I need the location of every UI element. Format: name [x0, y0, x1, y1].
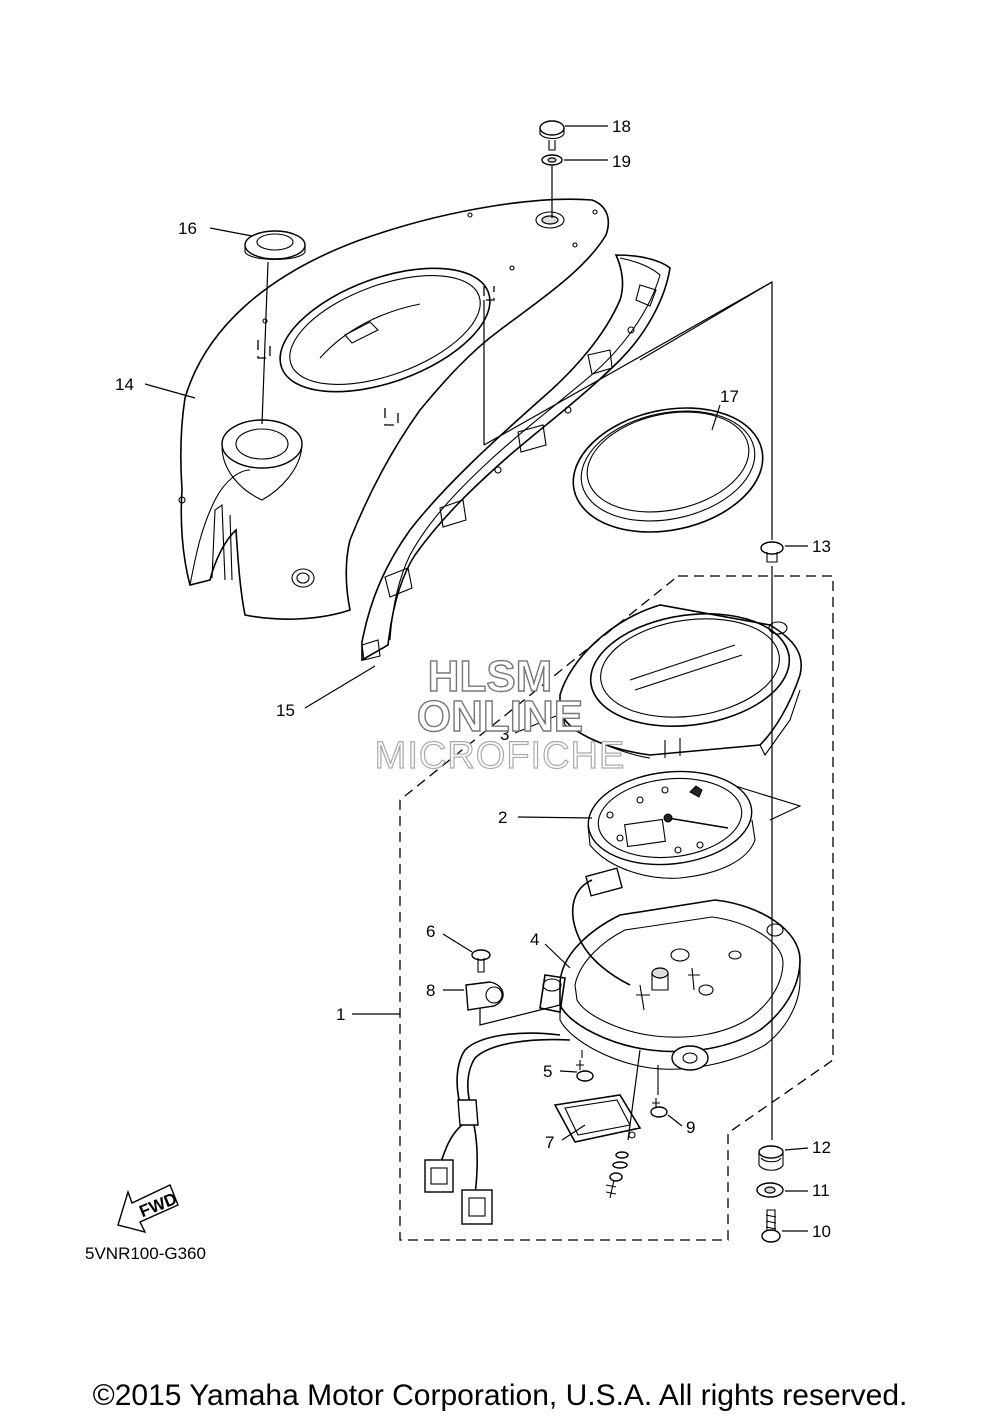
- watermark-line-3: MICROFICHE: [374, 735, 626, 777]
- part-13-collar[interactable]: [760, 541, 784, 563]
- callout-13: 13: [812, 537, 831, 556]
- callout-1: 1: [336, 1005, 345, 1024]
- callout-6: 6: [426, 922, 435, 941]
- lower-fasteners[interactable]: [605, 1151, 629, 1199]
- part-11-washer[interactable]: [756, 1182, 784, 1198]
- callout-14: 14: [115, 375, 134, 394]
- watermark: HLSM ONLINE MICROFICHE: [370, 654, 700, 776]
- callout-12: 12: [812, 1138, 831, 1157]
- part-3-meter-case[interactable]: [559, 602, 802, 759]
- copyright-notice: ©2015 Yamaha Motor Corporation, U.S.A. A…: [92, 1379, 908, 1412]
- part-5-screw[interactable]: [576, 1050, 594, 1082]
- callout-numbers: 18 19 16 14 17 13 15 3 2 4 6 8 1 5 7 9 1…: [115, 117, 831, 1241]
- part-16-grommet[interactable]: [244, 230, 306, 425]
- callout-8: 8: [426, 981, 435, 1000]
- part-15-inner-panel[interactable]: [361, 254, 671, 662]
- part-19-washer[interactable]: [541, 154, 563, 166]
- part-18-screw[interactable]: [539, 120, 565, 151]
- callout-19: 19: [612, 152, 631, 171]
- callout-11: 11: [812, 1181, 830, 1200]
- watermark-line-1: HLSM: [427, 652, 553, 701]
- callout-15: 15: [276, 701, 295, 720]
- part-2-meter-assembly[interactable]: [572, 764, 802, 986]
- part-4-lower-case[interactable]: [539, 899, 801, 1071]
- callout-3: 3: [500, 725, 509, 744]
- callout-leaders: [144, 125, 809, 1232]
- part-12-damper[interactable]: [758, 1145, 784, 1171]
- callout-10: 10: [812, 1222, 831, 1241]
- callout-7: 7: [545, 1133, 554, 1152]
- callout-2: 2: [498, 808, 507, 827]
- fwd-direction-arrow: FWD: [117, 1184, 180, 1234]
- part-1-assembly-boundary: [399, 575, 834, 1241]
- part-7-gasket-plate[interactable]: [553, 1094, 642, 1143]
- callout-9: 9: [686, 1118, 695, 1137]
- callout-4: 4: [530, 930, 539, 949]
- part-17-gasket[interactable]: [562, 391, 775, 548]
- part-6-screw[interactable]: [471, 949, 491, 973]
- diagram-code: 5VNR100-G360: [85, 1244, 206, 1263]
- part-8-clamp[interactable]: [465, 981, 504, 1011]
- part-10-bolt[interactable]: [761, 1209, 781, 1243]
- part-9-screw[interactable]: [650, 1065, 668, 1118]
- watermark-line-2: ONLINE: [416, 692, 584, 741]
- callout-18: 18: [612, 117, 631, 136]
- wiring-harness[interactable]: [424, 1032, 571, 1225]
- callout-17: 17: [720, 387, 739, 406]
- callout-16: 16: [178, 219, 197, 238]
- fwd-label: FWD: [137, 1189, 180, 1221]
- callout-5: 5: [543, 1062, 552, 1081]
